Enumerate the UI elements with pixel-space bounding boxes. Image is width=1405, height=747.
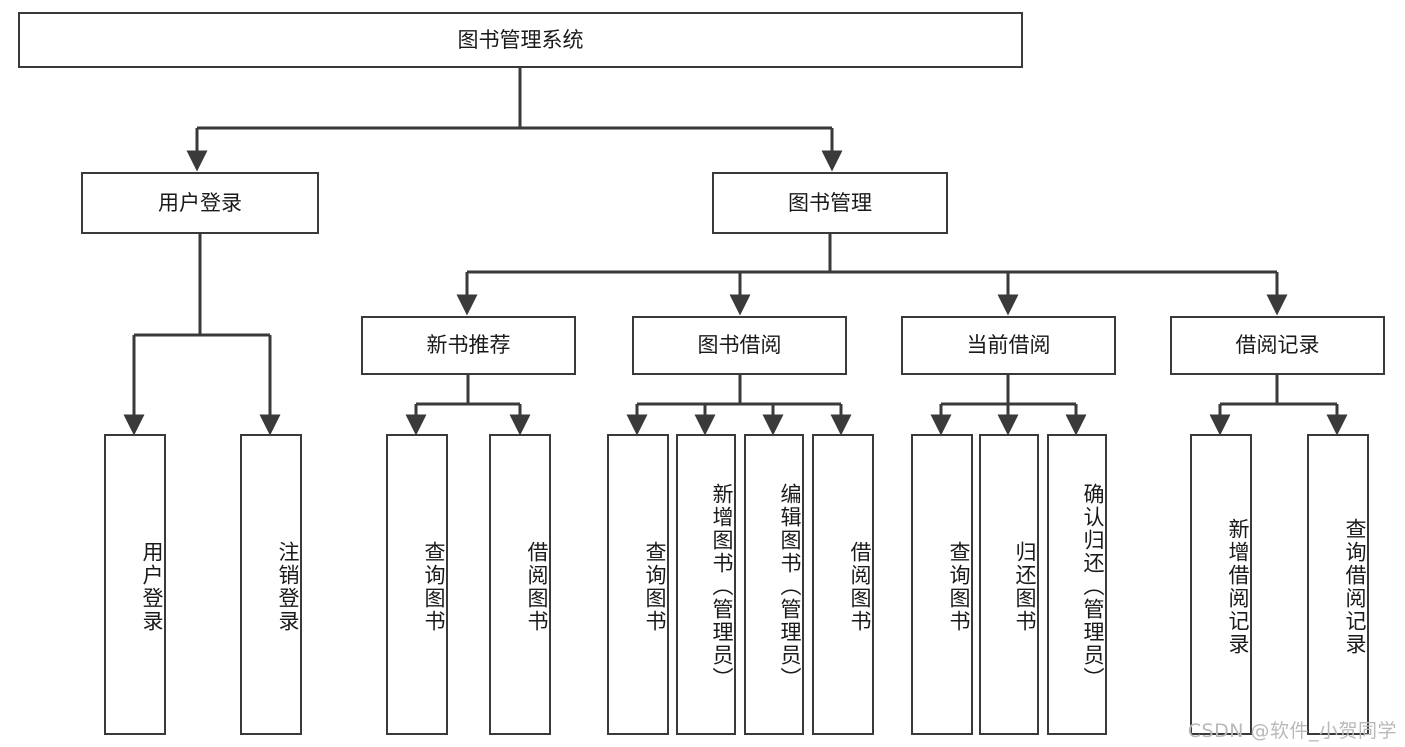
node-label: 新增图书（管理员） <box>710 483 734 690</box>
node-label: 新书推荐 <box>426 333 511 358</box>
node-label: 用户登录 <box>140 540 164 633</box>
leaf-query-book-recommend[interactable]: 查询图书 <box>386 434 448 735</box>
leaf-confirm-return-admin[interactable]: 确认归还（管理员） <box>1047 434 1107 735</box>
watermark: CSDN @软件_小贺同学 <box>1187 720 1397 742</box>
node-label: 借阅图书 <box>525 540 549 633</box>
leaf-query-book-borrow[interactable]: 查询图书 <box>607 434 669 735</box>
node-borrow-records[interactable]: 借阅记录 <box>1170 316 1385 375</box>
leaf-query-book-current[interactable]: 查询图书 <box>911 434 973 735</box>
leaf-borrow-book-recommend[interactable]: 借阅图书 <box>489 434 551 735</box>
leaf-borrow-book[interactable]: 借阅图书 <box>812 434 874 735</box>
node-book-management[interactable]: 图书管理 <box>712 172 948 234</box>
node-label: 注销登录 <box>276 540 300 633</box>
node-label: 图书借阅 <box>697 333 782 358</box>
node-label: 借阅图书 <box>848 540 872 633</box>
node-label: 确认归还（管理员） <box>1081 483 1105 690</box>
node-label: 图书管理 <box>788 190 872 215</box>
node-label: 查询借阅记录 <box>1343 517 1367 656</box>
leaf-user-login[interactable]: 用户登录 <box>104 434 166 735</box>
leaf-edit-book-admin[interactable]: 编辑图书（管理员） <box>744 434 804 735</box>
node-label: 查询图书 <box>422 540 446 633</box>
node-new-book-recommend[interactable]: 新书推荐 <box>361 316 576 375</box>
leaf-add-book-admin[interactable]: 新增图书（管理员） <box>676 434 736 735</box>
leaf-return-book[interactable]: 归还图书 <box>979 434 1039 735</box>
node-book-management-system[interactable]: 图书管理系统 <box>18 12 1023 68</box>
node-label: 归还图书 <box>1013 540 1037 633</box>
node-label: 当前借阅 <box>966 333 1051 358</box>
node-label: 借阅记录 <box>1235 333 1320 358</box>
node-label: 查询图书 <box>947 540 971 633</box>
node-label: 图书管理系统 <box>457 27 584 52</box>
leaf-add-borrow-record[interactable]: 新增借阅记录 <box>1190 434 1252 735</box>
leaf-query-borrow-record[interactable]: 查询借阅记录 <box>1307 434 1369 735</box>
node-current-borrow[interactable]: 当前借阅 <box>901 316 1116 375</box>
node-book-borrow[interactable]: 图书借阅 <box>632 316 847 375</box>
node-label: 查询图书 <box>643 540 667 633</box>
node-label: 用户登录 <box>158 190 242 215</box>
leaf-logout-login[interactable]: 注销登录 <box>240 434 302 735</box>
node-label: 新增借阅记录 <box>1226 517 1250 656</box>
node-user-login[interactable]: 用户登录 <box>81 172 319 234</box>
node-label: 编辑图书（管理员） <box>778 483 802 690</box>
